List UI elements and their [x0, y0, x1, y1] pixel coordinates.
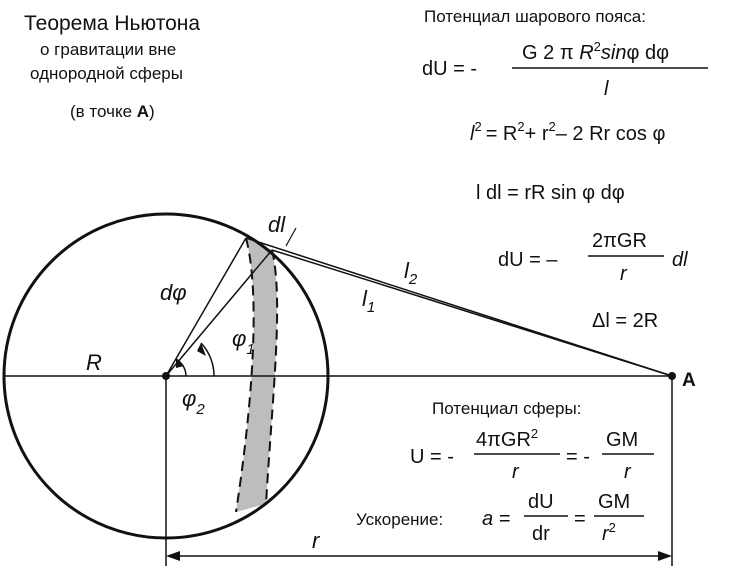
- label-R: R: [86, 350, 102, 375]
- arrow-phi1: [197, 343, 206, 356]
- label-phi1: φ1: [232, 326, 255, 358]
- svg-text:dl: dl: [672, 249, 688, 271]
- arrow-phi2: [176, 359, 184, 368]
- title-point: (в точке А): [70, 102, 155, 121]
- label-l2: l2: [404, 258, 418, 288]
- angle-arc-phi1: [200, 342, 215, 377]
- svg-text:dU = -: dU = -: [422, 58, 477, 80]
- belt-edge-dashed-2: [265, 249, 279, 505]
- svg-text:U = -: U = -: [410, 446, 454, 468]
- sphere-center: [162, 372, 170, 380]
- belt-eq5: Δl = 2R: [592, 310, 658, 332]
- sphere-belt: [236, 238, 278, 512]
- title-line3: однородной сферы: [30, 64, 183, 83]
- sphere-header: Потенциал сферы:: [432, 399, 581, 418]
- label-phi2: φ2: [182, 386, 205, 418]
- svg-text:G 2 π R2sinφ dφ: G 2 π R2sinφ dφ: [522, 39, 669, 64]
- belt-eq1: dU = - G 2 π R2sinφ dφ l: [422, 39, 708, 100]
- title-line2: о гравитации вне: [40, 40, 176, 59]
- geometry: [2, 212, 676, 566]
- dim-arrow-right: [658, 551, 672, 561]
- belt-eq2: l2= R2+ r2– 2 Rr cos φ: [470, 119, 665, 145]
- label-dl: dl: [268, 212, 286, 237]
- sphere-eq-accel: Ускорение: a = dU dr = GM r2: [356, 491, 644, 545]
- belt-eq4: dU = – 2πGR r dl: [498, 230, 688, 285]
- svg-text:Ускорение:: Ускорение:: [356, 510, 443, 529]
- svg-text:l2= R2+ r2– 2 Rr cos φ: l2= R2+ r2– 2 Rr cos φ: [470, 119, 665, 145]
- label-A: A: [682, 370, 696, 391]
- radius-to-belt-2: [165, 249, 273, 377]
- line-l1: [271, 249, 673, 377]
- belt-eq3: l dl = rR sin φ dφ: [476, 182, 625, 204]
- svg-text:dU: dU: [528, 491, 554, 513]
- radius-to-belt-1: [165, 237, 247, 377]
- label-l1: l1: [362, 286, 375, 316]
- svg-text:l: l: [604, 78, 609, 100]
- svg-text:dr: dr: [532, 523, 550, 545]
- svg-text:=: =: [574, 508, 586, 530]
- label-r: r: [312, 528, 321, 553]
- svg-text:r2: r2: [602, 520, 616, 545]
- svg-text:GM: GM: [598, 491, 630, 513]
- svg-text:2πGR: 2πGR: [592, 230, 647, 252]
- svg-text:4πGR2: 4πGR2: [476, 426, 538, 451]
- title-line1: Теорема Ньютона: [24, 12, 200, 35]
- svg-text:= -: = -: [566, 446, 590, 468]
- svg-text:dU = –: dU = –: [498, 249, 558, 271]
- sphere-eq-u: U = - 4πGR2 r = - GM r: [410, 426, 654, 483]
- svg-text:GM: GM: [606, 429, 638, 451]
- dim-arrow-left: [166, 551, 180, 561]
- svg-text:r: r: [624, 461, 632, 483]
- svg-text:r: r: [620, 263, 628, 285]
- point-a: [668, 372, 676, 380]
- svg-text:r: r: [512, 461, 520, 483]
- svg-text:a =: a =: [482, 508, 510, 530]
- label-dphi: dφ: [160, 280, 187, 305]
- belt-header: Потенциал шарового пояса:: [424, 7, 646, 26]
- dl-marker: [285, 227, 297, 247]
